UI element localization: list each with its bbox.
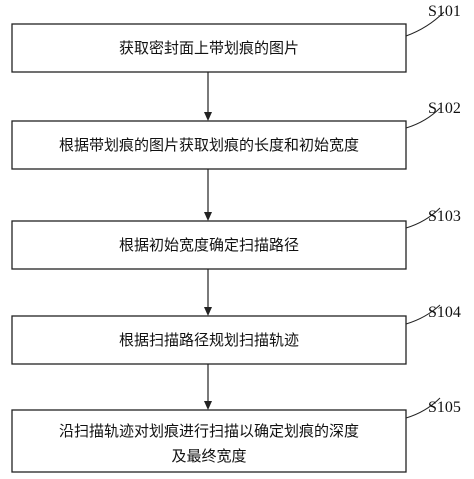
step-text-line2: 及最终宽度 [171,447,246,465]
label-connector [405,207,441,229]
step-s103: 根据初始宽度确定扫描路径 S103 [11,207,461,270]
arrow-3 [204,269,212,316]
step-label: S104 [428,304,461,321]
step-text: 根据扫描路径规划扫描轨迹 [119,331,299,349]
step-text: 根据带划痕的图片获取划痕的长度和初始宽度 [59,136,359,154]
step-label: S105 [428,399,461,416]
step-box [11,23,407,73]
arrow-1 [204,72,212,121]
step-label: S103 [428,208,461,225]
step-text: 根据初始宽度确定扫描路径 [119,236,299,254]
label-connector [405,107,441,129]
label-connector [405,397,441,419]
step-s102: 根据带划痕的图片获取划痕的长度和初始宽度 S102 [11,100,461,170]
step-box [11,220,407,270]
label-connector [405,11,445,37]
step-s105: 沿扫描轨迹对划痕进行扫描以确定划痕的深度 及最终宽度 S105 [11,397,461,473]
arrow-4 [204,364,212,410]
label-connector [405,304,441,325]
step-label: S102 [428,100,461,117]
step-s101: 获取密封面上带划痕的图片 S101 [11,3,461,73]
step-box [11,315,407,365]
step-box [11,120,407,170]
step-text: 获取密封面上带划痕的图片 [119,39,299,57]
arrow-2 [204,169,212,221]
step-s104: 根据扫描路径规划扫描轨迹 S104 [11,304,461,365]
step-text-line1: 沿扫描轨迹对划痕进行扫描以确定划痕的深度 [59,422,359,440]
step-box [11,409,407,473]
step-label: S101 [428,3,461,20]
